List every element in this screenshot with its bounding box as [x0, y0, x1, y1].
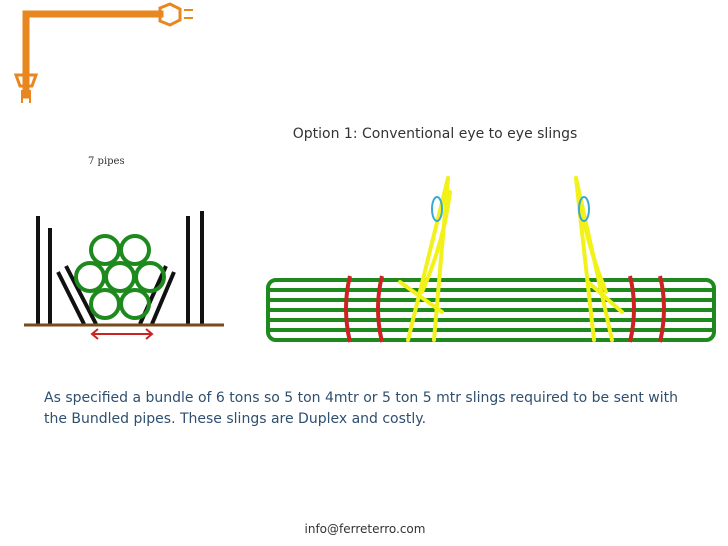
- pipes-caption: 7 pipes: [88, 156, 125, 167]
- slide-body-text: As specified a bundle of 6 tons so 5 ton…: [44, 390, 678, 427]
- corner-hook-logo-icon: [13, 2, 193, 103]
- pipe-bundle-cross-section: [24, 211, 224, 340]
- footer-email: info@ferreterro.com: [304, 522, 426, 536]
- pipe-bundle-side-view: [266, 176, 716, 343]
- slide-title: Option 1: Conventional eye to eye slings: [292, 126, 578, 142]
